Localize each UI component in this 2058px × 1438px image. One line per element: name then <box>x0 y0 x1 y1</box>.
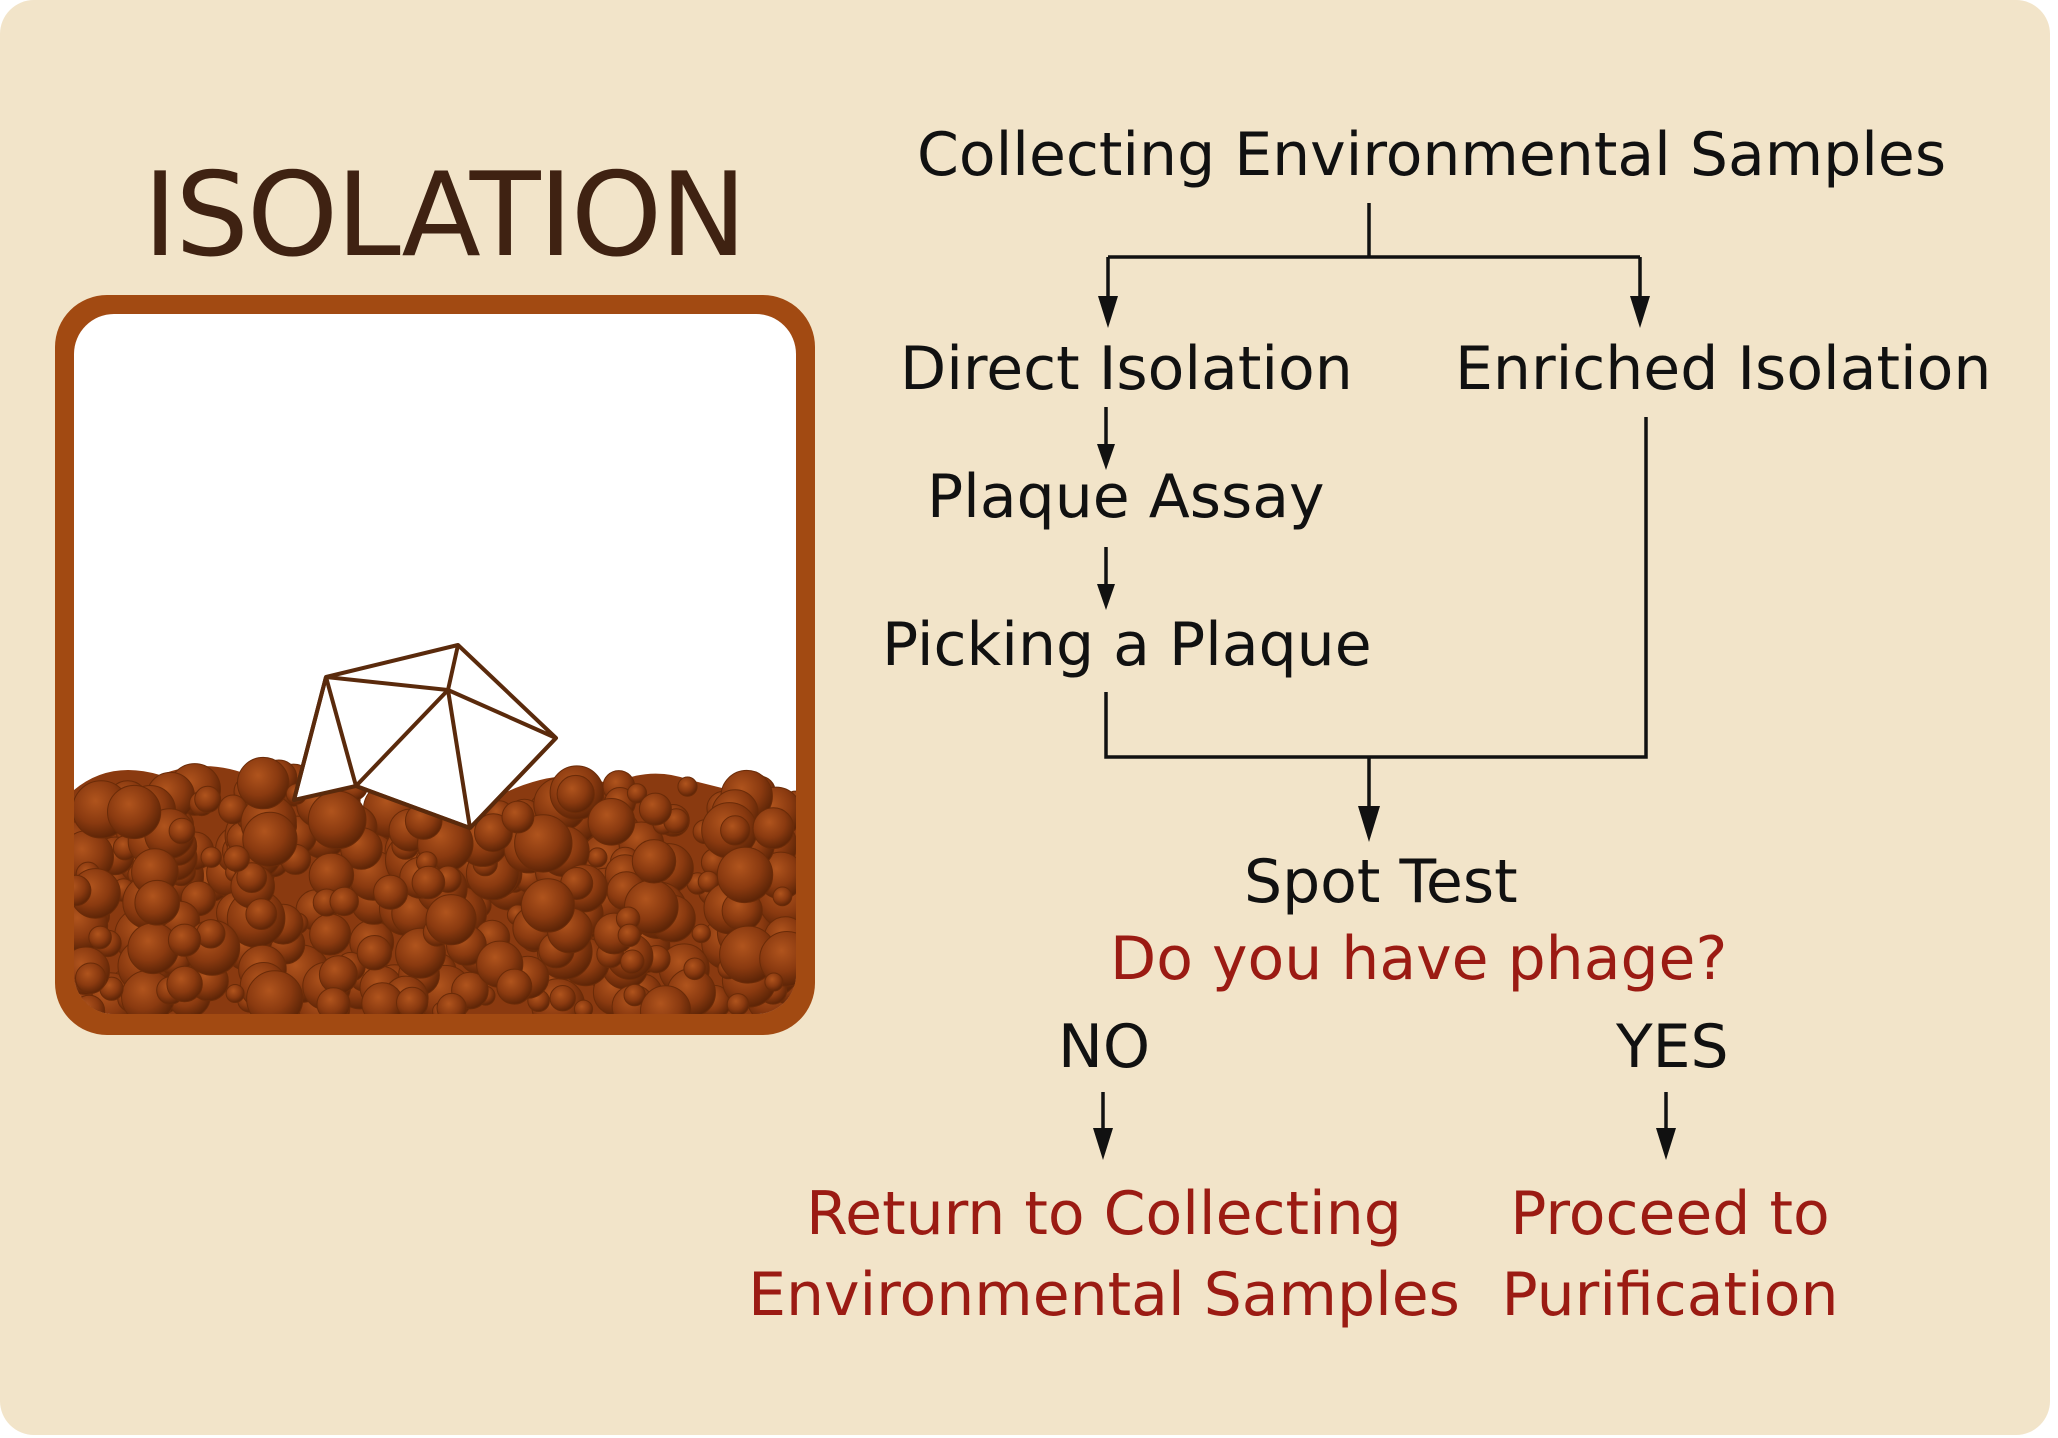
soil-pebble <box>246 970 304 1014</box>
soil-pebble <box>520 878 576 933</box>
soil-pebble <box>396 986 429 1014</box>
step-collecting-samples: Collecting Environmental Samples <box>917 120 1947 190</box>
step-direct-isolation: Direct Isolation <box>900 334 1353 404</box>
outcome-return-line1: Return to Collecting <box>806 1179 1402 1249</box>
soil-pebble <box>501 800 535 834</box>
decision-question: Do you have phage? <box>1110 924 1728 994</box>
soil-pebble <box>225 984 245 1003</box>
soil-pebble <box>88 925 112 950</box>
soil-pebble <box>640 985 692 1014</box>
soil-pebble <box>166 965 203 1003</box>
soil-pebble <box>237 756 290 810</box>
step-plaque-assay: Plaque Assay <box>927 462 1325 532</box>
soil-pebble <box>356 935 393 971</box>
soil-pebble <box>716 846 774 904</box>
soil-pebble <box>245 898 278 930</box>
soil-pebble <box>573 999 594 1014</box>
soil-pebble <box>107 784 162 840</box>
soil-pebble <box>587 798 636 846</box>
soil-pebble <box>752 807 795 850</box>
soil-pebble <box>623 983 646 1007</box>
soil-pebble <box>316 987 351 1014</box>
soil-pebble <box>134 879 180 926</box>
soil-pebble <box>436 992 467 1014</box>
soil-pebble <box>691 923 711 944</box>
soil-pebble <box>720 815 751 846</box>
step-enriched-isolation: Enriched Isolation <box>1455 334 1992 404</box>
answer-no: NO <box>1058 1012 1151 1082</box>
soil-pebble <box>167 923 202 957</box>
soil-pebble <box>74 874 92 907</box>
soil-pebble <box>726 993 750 1014</box>
soil-pebble <box>373 874 409 910</box>
soil-pebble <box>759 931 796 987</box>
phage-capsid-icon <box>292 643 558 830</box>
soil-pebble <box>556 774 595 814</box>
outcome-proceed-line1: Proceed to <box>1510 1179 1830 1249</box>
outcome-proceed-line2: Purification <box>1501 1260 1839 1330</box>
soil-pebble <box>764 972 784 992</box>
soil-pebble <box>496 968 533 1005</box>
soil-pebble <box>329 886 359 917</box>
soil-pebble <box>626 783 648 804</box>
soil-pebble <box>677 776 698 797</box>
step-picking-plaque: Picking a Plaque <box>882 610 1372 680</box>
outcome-return-line2: Environmental Samples <box>748 1260 1460 1330</box>
soil-pebble <box>772 886 793 907</box>
soil-pebble <box>236 862 268 893</box>
soil-pebble <box>638 792 672 826</box>
answer-yes: YES <box>1616 1012 1729 1082</box>
soil-pebble <box>168 817 196 845</box>
soil-pebble <box>617 923 641 947</box>
soil-pebble <box>683 957 707 981</box>
step-spot-test: Spot Test <box>1244 847 1518 917</box>
soil-pebbles <box>74 756 796 1014</box>
soil-pebble <box>425 894 477 946</box>
soil-pebble <box>549 985 576 1012</box>
soil-pebble <box>75 962 107 994</box>
soil-pebble <box>242 811 298 867</box>
soil-pebble <box>620 949 645 974</box>
soil-pebble <box>194 785 222 813</box>
soil-pebble <box>631 839 677 884</box>
diagram-title: ISOLATION <box>143 148 747 283</box>
soil-pebble <box>223 845 250 872</box>
soil-pebble <box>200 846 222 868</box>
soil-pebble <box>411 865 446 900</box>
